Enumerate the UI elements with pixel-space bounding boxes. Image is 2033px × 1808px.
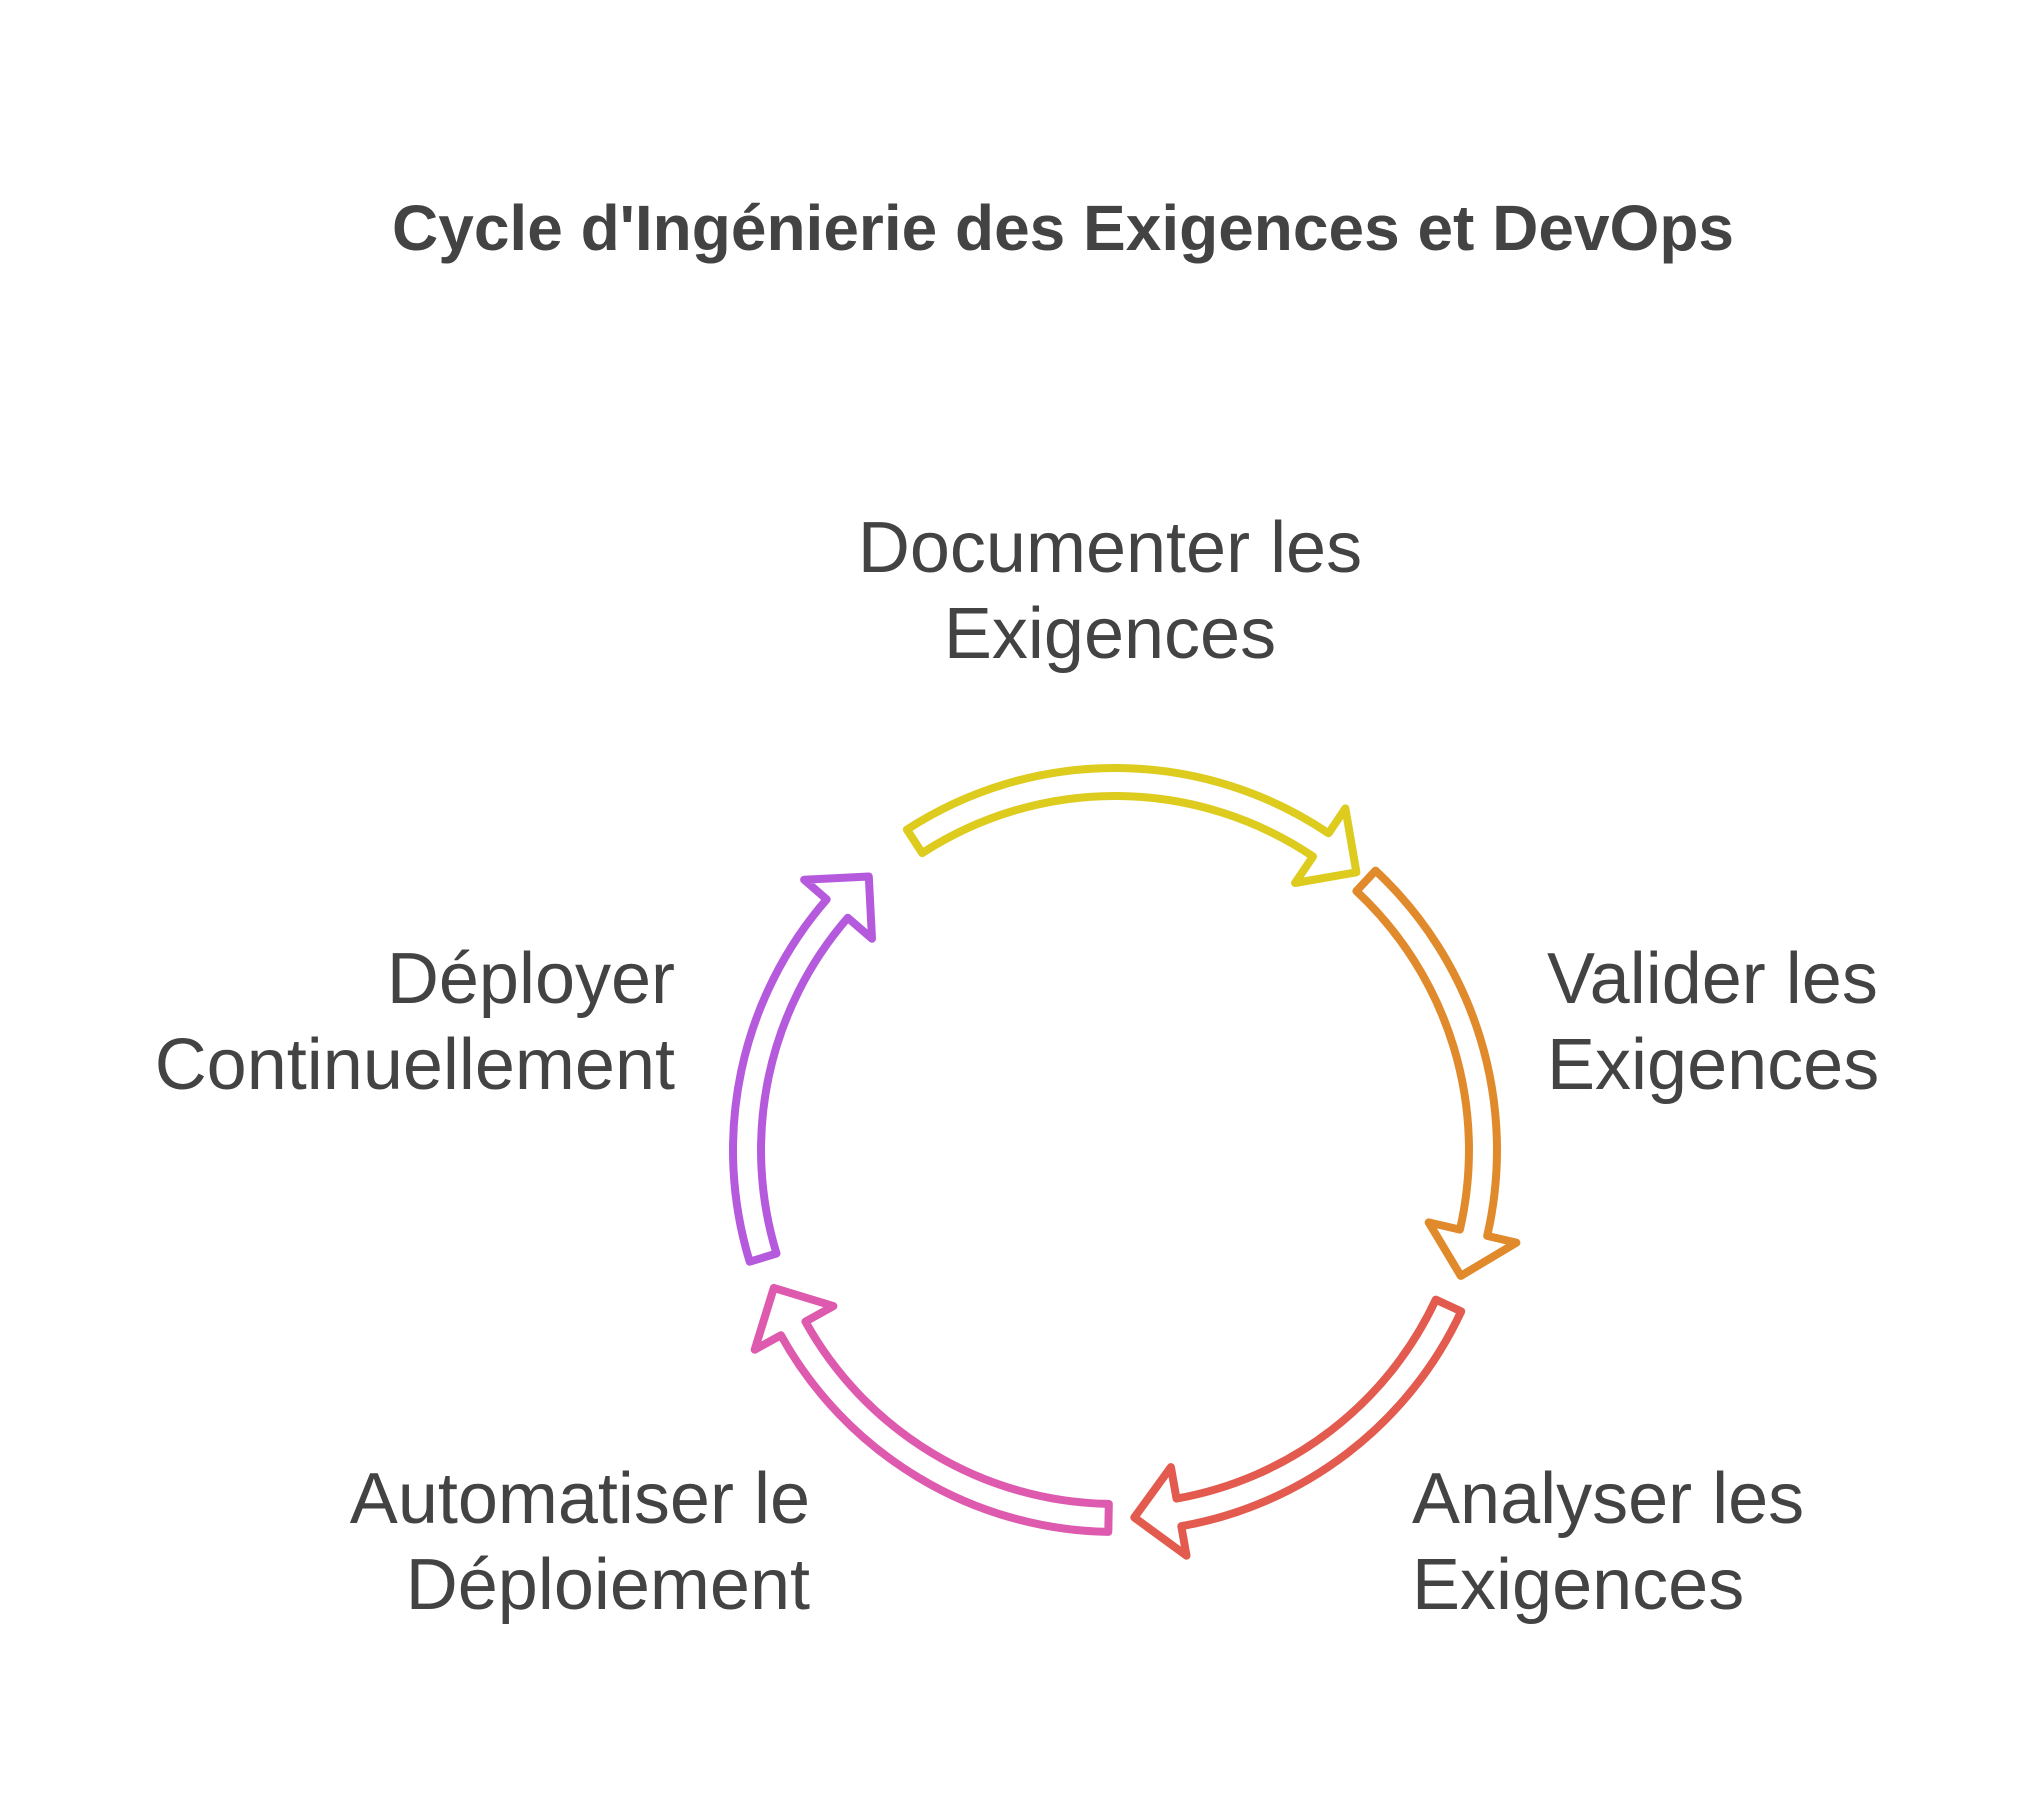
step-label-automatiser: Automatiser le Déploiement — [220, 1456, 810, 1628]
step-label-line2: Exigences — [943, 594, 1277, 674]
arrow-valider — [1352, 866, 1521, 1280]
step-label-line1: Automatiser le — [349, 1459, 810, 1539]
step-label-line1: Analyser les — [1412, 1459, 1805, 1539]
step-label-documenter: Documenter les Exigences — [770, 505, 1450, 677]
arrow-analyser — [1130, 1295, 1466, 1560]
step-label-line2: Continuellement — [154, 1025, 675, 1105]
arrow-automatiser — [750, 1283, 1113, 1536]
diagram-title: Cycle d'Ingénierie des Exigences et DevO… — [392, 192, 1734, 264]
step-label-deployer: Déployer Continuellement — [80, 936, 675, 1108]
arrow-deployer — [729, 872, 876, 1266]
arrow-documenter — [902, 763, 1361, 887]
step-label-line1: Valider les — [1547, 939, 1878, 1019]
step-label-line2: Déploiement — [405, 1545, 810, 1625]
step-label-line2: Exigences — [1412, 1545, 1745, 1625]
step-label-line1: Déployer — [386, 939, 675, 1019]
step-label-line2: Exigences — [1547, 1025, 1880, 1105]
step-label-line1: Documenter les — [857, 508, 1363, 588]
step-label-valider: Valider les Exigences — [1547, 936, 1879, 1108]
step-label-analyser: Analyser les Exigences — [1412, 1456, 1804, 1628]
